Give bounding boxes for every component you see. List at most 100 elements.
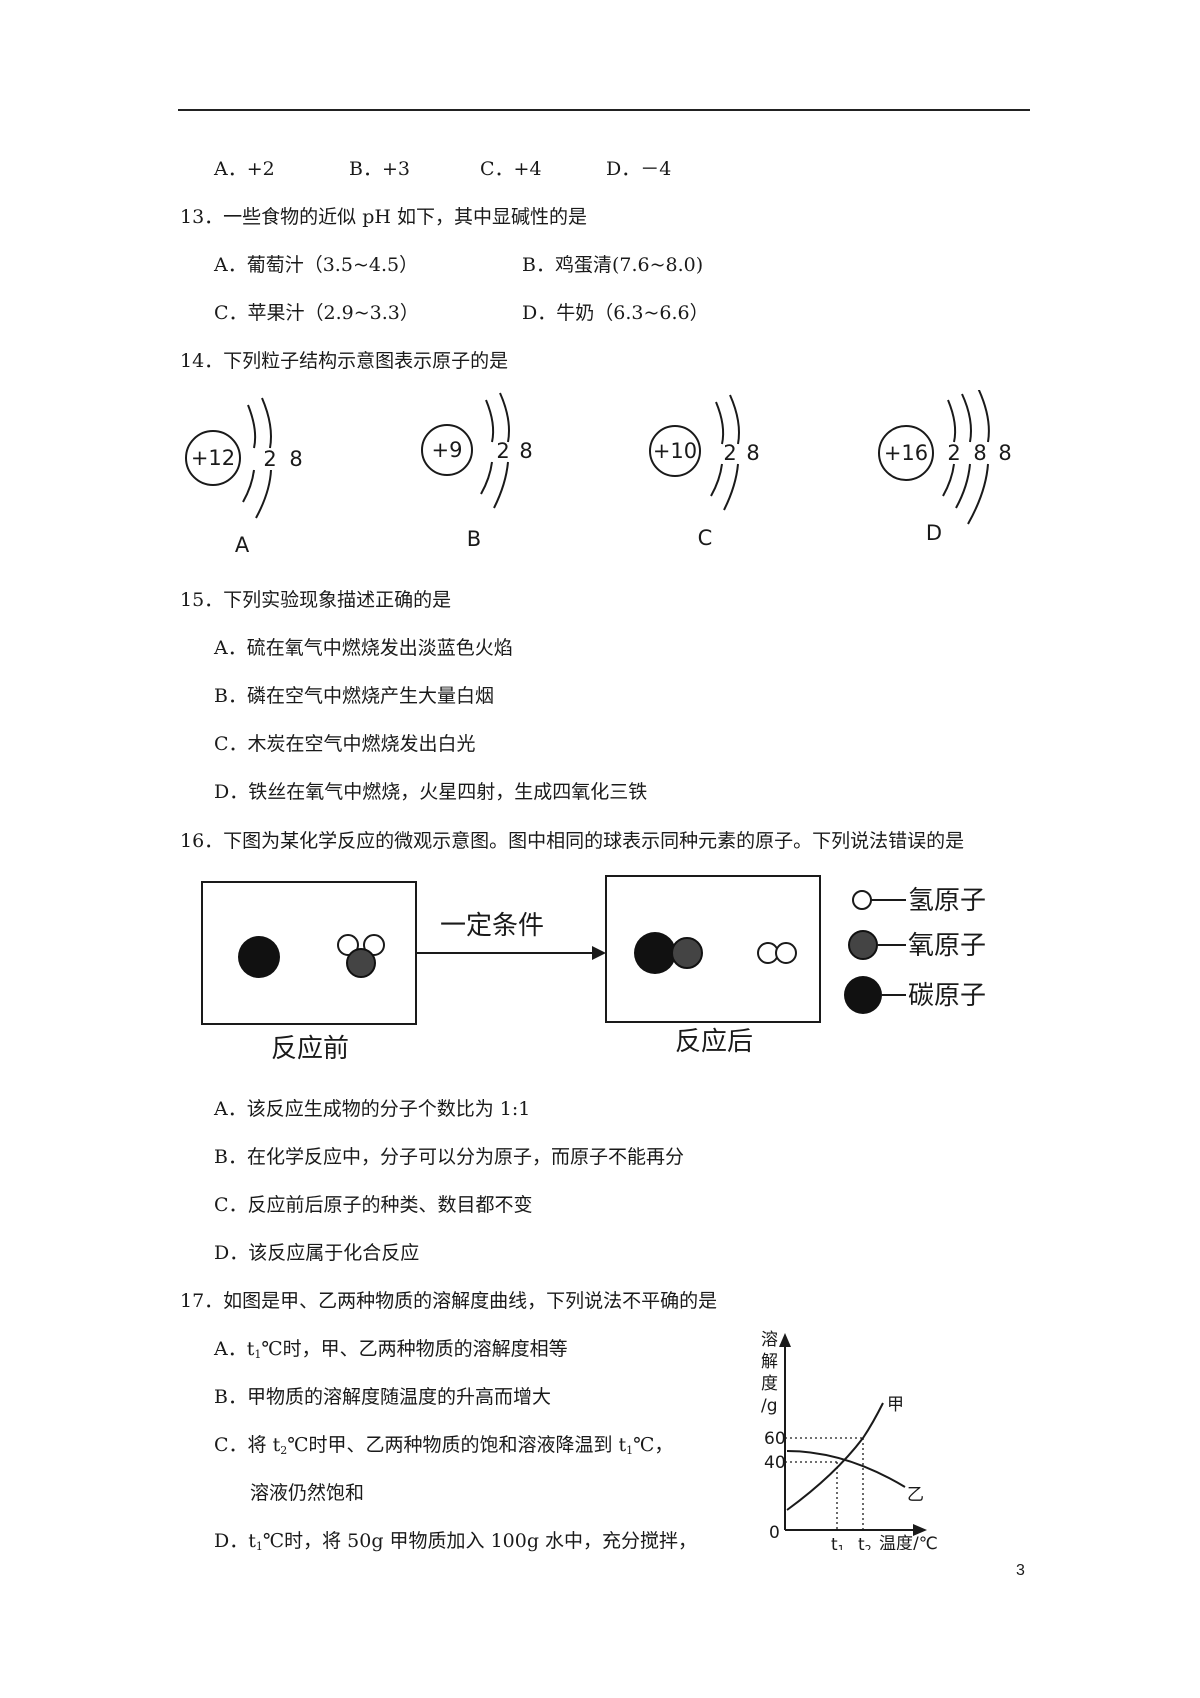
q14-c-shell-arc-2-top (729, 394, 740, 445)
q15-option-c: C．木炭在空气中燃烧发出白光 (214, 733, 476, 755)
q14-b-shell-1: 2 (496, 439, 509, 463)
q14-c-label: C (698, 526, 713, 550)
q14-c-nucleus-circle (649, 425, 701, 477)
q13-stem: 13．一些食物的近似 pH 如下，其中显碱性的是 (180, 206, 587, 228)
q16-option-c: C．反应前后原子的种类、数目都不变 (214, 1194, 533, 1216)
chart-xtick-t2: t2 (858, 1535, 872, 1550)
q14-b-label: B (467, 527, 481, 551)
series-yi-curve (786, 1450, 906, 1488)
q14-c-shell-arc-1-bottom (710, 463, 723, 497)
q12-option-d: D．－4 (606, 158, 672, 180)
q17-option-c-line2: 溶液仍然饱和 (250, 1482, 365, 1504)
q14-b-nucleus-circle (421, 424, 473, 476)
x-axis-arrow-icon (913, 1524, 927, 1536)
chart-ytick-0: 0 (769, 1523, 780, 1543)
q14-d-shell-arc-3-top (977, 390, 990, 443)
q17-option-c: C．将 t2℃时甲、乙两种物质的饱和溶液降温到 t1℃， (214, 1434, 674, 1457)
q14-c-nucleus: +10 (653, 439, 697, 463)
legend-hydrogen-label: 氢原子 (908, 886, 986, 916)
chart-ytick-60: 60 (764, 1429, 786, 1449)
q14-stem: 14．下列粒子结构示意图表示原子的是 (180, 350, 509, 372)
header-rule (178, 109, 1030, 111)
q16-option-b: B．在化学反应中，分子可以分为原子，而原子不能再分 (214, 1146, 684, 1168)
q14-b-shell-2: 8 (519, 439, 532, 463)
q17-option-b: B．甲物质的溶解度随温度的升高而增大 (214, 1386, 551, 1408)
q14-c-shell-1: 2 (723, 441, 736, 465)
chart-ytick-40: 40 (764, 1453, 786, 1473)
q14-a-shell-arc-2-bottom (255, 469, 272, 519)
legend-oxygen-label: 氧原子 (908, 931, 986, 961)
carbon-atom-icon (634, 932, 676, 974)
q14-a-shell-arc-1-top (247, 404, 257, 449)
chart-xlabel: 温度/℃ (879, 1534, 938, 1550)
q17-option-a: A．t1℃时，甲、乙两种物质的溶解度相等 (214, 1338, 568, 1361)
q14-b-shell-arc-1-bottom (480, 461, 493, 495)
q14-b-nucleus: +9 (432, 438, 463, 462)
legend-hydrogen-icon (852, 890, 872, 910)
oxygen-atom-icon (346, 948, 376, 978)
q16-after-box (605, 875, 821, 1023)
q14-b-shell-arc-2-bottom (493, 461, 509, 509)
q14-a-label: A (235, 533, 250, 557)
q15-option-a: A．硫在氧气中燃烧发出淡蓝色火焰 (214, 637, 513, 659)
q12-option-c: C．+4 (480, 158, 542, 180)
q14-d-shell-2: 8 (973, 441, 986, 465)
q14-a-shell-arc-1-bottom (242, 469, 255, 503)
q13-option-b: B．鸡蛋清(7.6~8.0) (522, 254, 704, 276)
series-jia-curve (786, 1402, 884, 1511)
q15-option-b: B．磷在空气中燃烧产生大量白烟 (214, 685, 494, 707)
chart-ylabel-4: /g (761, 1396, 778, 1416)
q15-option-d: D．铁丝在氧气中燃烧，火星四射，生成四氧化三铁 (214, 781, 648, 803)
carbon-atom-icon (238, 936, 280, 978)
q15-stem: 15．下列实验现象描述正确的是 (180, 589, 452, 611)
hydrogen-atom-icon (337, 934, 359, 956)
hydrogen-atom-icon (363, 934, 385, 956)
q16-option-d: D．该反应属于化合反应 (214, 1242, 420, 1264)
q16-before-label: 反应前 (271, 1034, 349, 1062)
chart-ylabel-1: 溶 (761, 1330, 778, 1350)
page-number: 3 (1016, 1562, 1025, 1579)
q14-d-label: D (926, 521, 942, 545)
chart-ylabel-2: 解 (761, 1352, 778, 1372)
chart-series-jia-label: 甲 (887, 1395, 904, 1415)
q14-a-nucleus: +12 (191, 446, 235, 470)
hydrogen-atom-icon (775, 942, 797, 964)
chart-xtick-t1: t1 (831, 1535, 845, 1550)
q16-before-box (201, 881, 417, 1025)
chart-series-yi-label: 乙 (907, 1485, 924, 1505)
legend-carbon-label: 碳原子 (908, 981, 986, 1011)
q14-atom-diagrams: +12 2 8 A +9 2 8 B +10 2 8 C +16 2 8 8 D (185, 390, 1012, 557)
q14-d-shell-arc-3-bottom (967, 463, 989, 525)
q16-after-label: 反应后 (675, 1027, 753, 1057)
q17-option-d: D．t1℃时，将 50g 甲物质加入 100g 水中，充分搅拌， (214, 1530, 698, 1553)
q14-d-shell-3: 8 (998, 441, 1011, 465)
q17-stem: 17．如图是甲、乙两种物质的溶解度曲线，下列说法不平确的是 (180, 1290, 718, 1312)
q14-d-shell-arc-1-top (947, 399, 957, 443)
q14-c-shell-arc-2-bottom (723, 463, 739, 511)
q14-d-shell-arc-2-bottom (955, 463, 971, 509)
q14-d-nucleus: +16 (884, 441, 928, 465)
q16-reaction-diagram: 一定条件 反应前 反应后 氢原子 氧原子 碳原子 (201, 875, 986, 1062)
q16-arrow-label: 一定条件 (440, 911, 544, 941)
q13-option-d: D．牛奶（6.3~6.6） (522, 302, 709, 324)
q14-d-shell-arc-2-top (961, 393, 972, 443)
y-axis-arrow-icon (779, 1333, 791, 1347)
q13-option-a: A．葡萄汁（3.5~4.5） (214, 254, 419, 276)
q14-a-shell-arc-2-top (261, 397, 272, 449)
q14-b-shell-arc-2-top (499, 392, 510, 443)
q14-d-nucleus-circle (878, 425, 934, 481)
legend-oxygen-icon (848, 930, 878, 960)
q16-stem: 16．下图为某化学反应的微观示意图。图中相同的球表示同种元素的原子。下列说法错误… (180, 830, 965, 852)
q14-a-shell-1: 2 (263, 447, 276, 471)
q12-option-b: B．+3 (349, 158, 410, 180)
arrow-right-icon (592, 946, 606, 960)
q16-option-a: A．该反应生成物的分子个数比为 1:1 (214, 1098, 531, 1120)
q13-option-c: C．苹果汁（2.9~3.3） (214, 302, 419, 324)
legend-carbon-icon (844, 976, 882, 1014)
q14-b-shell-arc-1-top (485, 399, 495, 443)
q14-c-shell-arc-1-top (715, 401, 725, 445)
q14-c-shell-2: 8 (746, 441, 759, 465)
oxygen-atom-icon (671, 937, 703, 969)
q14-a-nucleus-circle (185, 430, 241, 486)
q12-option-a: A．+2 (214, 158, 275, 180)
